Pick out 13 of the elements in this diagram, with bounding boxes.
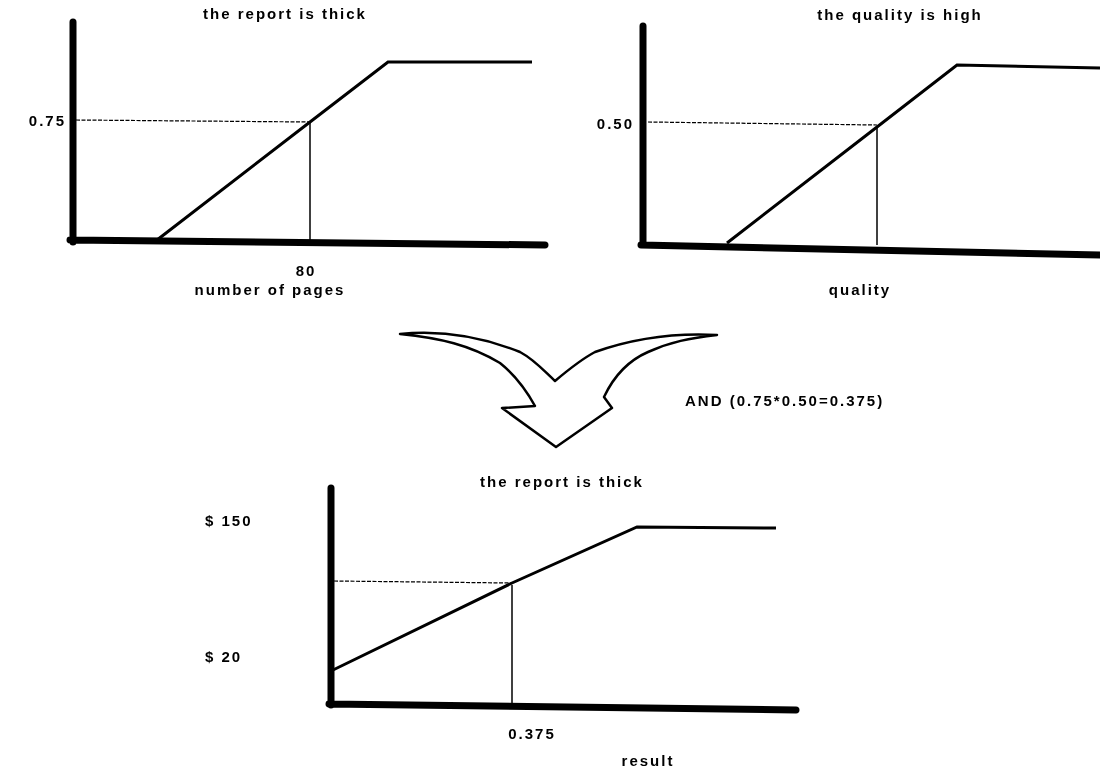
axis-value: $ 150 (205, 512, 253, 530)
axis-value: 80 (295, 262, 317, 280)
axis-value: $ 20 (205, 648, 243, 666)
axis-title: number of pages (194, 281, 346, 299)
axis-value: 0.75 (28, 112, 66, 130)
graph-title: the report is thick (480, 473, 644, 491)
axis-title: quality (828, 281, 892, 299)
axis-title: result (621, 752, 675, 770)
axis-value: 0.50 (596, 115, 634, 133)
axis-value: 0.375 (508, 725, 556, 743)
operation-label: AND (0.75*0.50=0.375) (685, 392, 885, 410)
graph-title: the report is thick (203, 5, 367, 23)
graph-title: the quality is high (817, 6, 983, 24)
